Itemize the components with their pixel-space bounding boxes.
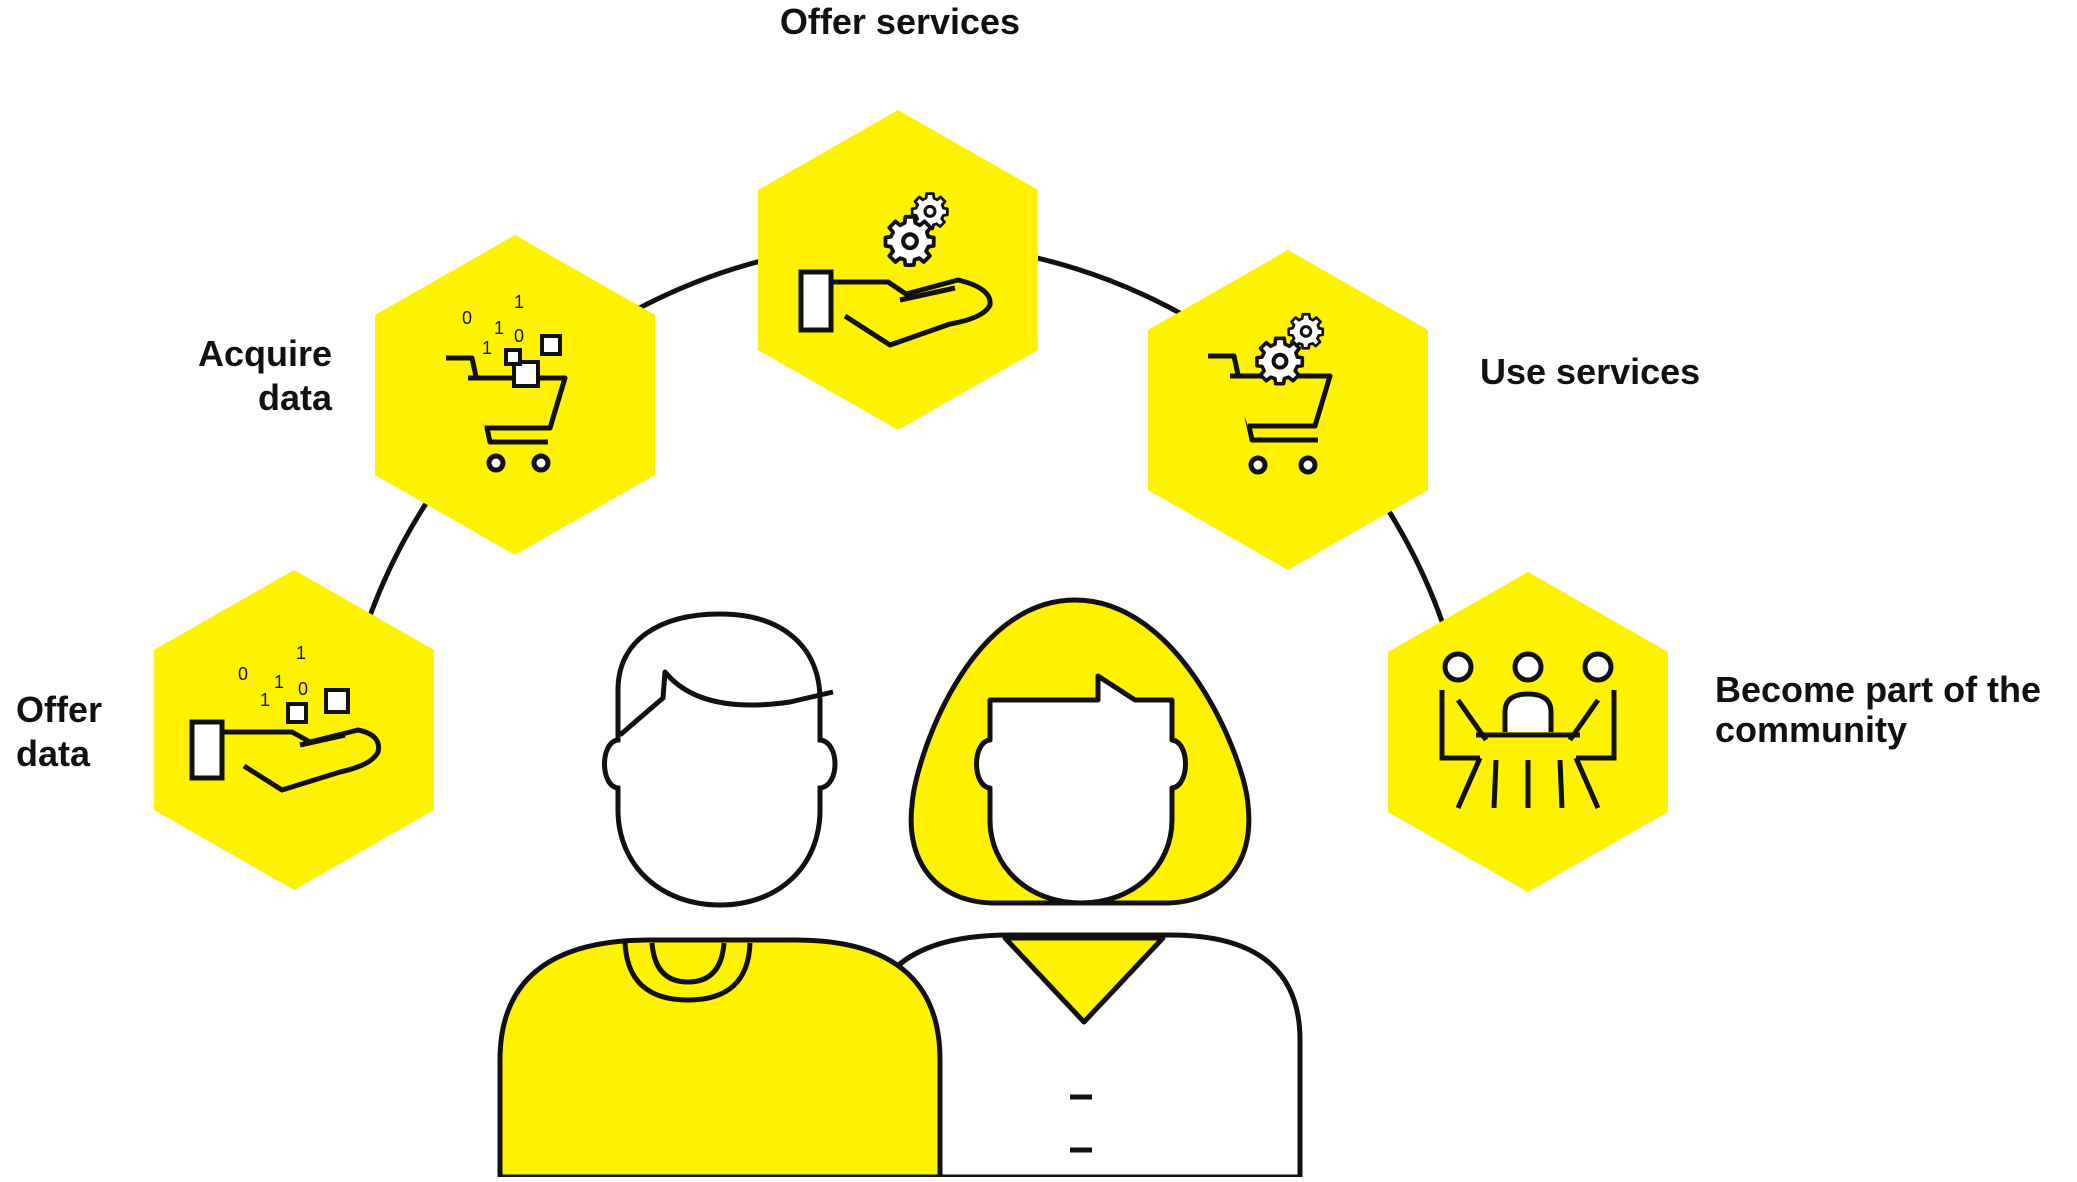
cart-with-data-icon: 0 1 1 0 1 — [446, 292, 568, 473]
label-offer-data: Offer data — [16, 689, 103, 774]
hexagon-community — [1388, 572, 1668, 892]
binary-digit: 1 — [296, 643, 306, 663]
label-use-services: Use services — [1480, 351, 1701, 392]
hand-with-gears-icon — [798, 192, 993, 348]
label-community: Become part of the community — [1715, 669, 2042, 750]
label-acquire-data: Acquire data — [197, 333, 332, 418]
man-figure — [497, 611, 943, 1180]
woman-figure — [865, 597, 1303, 1180]
hand-with-data-icon: 0 1 1 0 1 — [189, 643, 382, 793]
man-body — [497, 937, 943, 1180]
man-head — [602, 611, 838, 908]
woman-face — [974, 673, 1188, 906]
hexagon-acquire-data: 0 1 1 0 1 — [375, 235, 655, 555]
hexagon-offer-services — [758, 110, 1038, 430]
label-offer-services: Offer services — [779, 1, 1021, 42]
binary-digit: 0 — [514, 326, 524, 346]
binary-digit: 0 — [298, 679, 308, 699]
meeting-table-icon — [1439, 651, 1617, 810]
hexagon-use-services — [1148, 250, 1428, 570]
binary-digit: 1 — [514, 292, 524, 312]
binary-digit: 0 — [462, 308, 472, 328]
binary-digit: 1 — [274, 672, 284, 692]
binary-digit: 1 — [494, 318, 504, 338]
cart-with-gears-icon — [1208, 312, 1333, 475]
binary-digit: 0 — [238, 664, 248, 684]
hexagon-offer-data: 0 1 1 0 1 — [154, 570, 434, 890]
binary-digit: 1 — [260, 690, 270, 710]
binary-digit: 1 — [482, 338, 492, 358]
